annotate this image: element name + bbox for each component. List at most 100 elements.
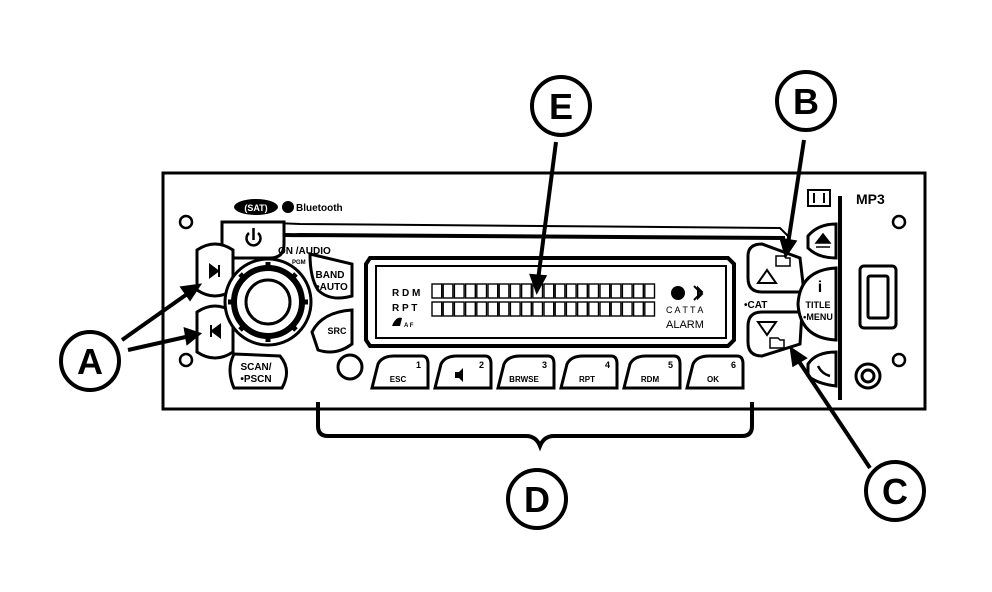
title-menu-button[interactable]: i TITLE •MENU: [796, 266, 838, 342]
lcd-cell: [565, 283, 577, 299]
preset-button-2[interactable]: 2: [433, 354, 493, 390]
dual-logo-icon: [807, 189, 831, 207]
lcd-cell: [632, 301, 644, 317]
lcd-cell: [621, 301, 633, 317]
lcd-cell: [588, 283, 600, 299]
svg-text:A: A: [77, 341, 103, 382]
pgm-label: PGM: [292, 260, 306, 266]
lcd-cell: [621, 283, 633, 299]
preset-button-6[interactable]: 6OK: [685, 354, 745, 390]
sat-logo: (SAT): [234, 199, 278, 215]
preset-label: RDM: [641, 375, 660, 384]
preset-label: BRWSE: [509, 375, 539, 384]
round-button[interactable]: [336, 353, 364, 381]
leader-line-c: [796, 358, 872, 470]
info-icon: i: [818, 279, 822, 296]
svg-text:BAND: BAND: [316, 270, 345, 281]
callout-a: A: [59, 330, 121, 392]
bluetooth-indicator-icon: [693, 285, 704, 301]
preset-label: ESC: [390, 375, 407, 384]
mount-hole: [178, 352, 194, 368]
mp3-logo: MP3: [856, 191, 885, 207]
lcd-cell: [554, 283, 566, 299]
svg-text:D: D: [524, 479, 550, 520]
src-button[interactable]: SRC: [310, 308, 354, 354]
svg-text:C: C: [882, 471, 908, 512]
cat-label: •CAT: [744, 300, 767, 311]
lcd-cell: [565, 301, 577, 317]
antenna-icon: [392, 317, 402, 326]
preset-number: 4: [605, 360, 610, 370]
svg-text:TITLE: TITLE: [806, 300, 831, 310]
lcd-cell: [442, 301, 454, 317]
lcd-cell: [442, 283, 454, 299]
lcd-cell: [576, 283, 588, 299]
seek-back-button[interactable]: [195, 304, 235, 360]
lcd-cell: [520, 283, 532, 299]
eject-icon: [814, 232, 832, 248]
callout-b: B: [775, 70, 837, 132]
skip-forward-icon: [209, 263, 220, 279]
up-arrow-icon: [756, 268, 778, 284]
lcd-cell: [610, 283, 622, 299]
card-slot: [858, 264, 898, 330]
lcd-cell: [599, 283, 611, 299]
catta-indicator: C A T T A: [666, 305, 703, 315]
preset-number: 3: [542, 360, 547, 370]
band-button[interactable]: BAND •AUTO: [308, 252, 354, 300]
rdm-indicator: R D M: [392, 288, 420, 299]
svg-text:B: B: [793, 81, 819, 122]
lcd-cell: [476, 283, 488, 299]
lcd-cell: [431, 301, 443, 317]
lcd-cell: [610, 301, 622, 317]
lcd-cell: [532, 301, 544, 317]
lcd-cell: [498, 301, 510, 317]
skip-back-icon: [210, 323, 221, 339]
leader-line-b: [786, 139, 806, 245]
lcd-cell: [632, 283, 644, 299]
lcd-cell: [453, 283, 465, 299]
bracket-d: [316, 402, 754, 452]
callout-d: D: [506, 468, 568, 530]
volume-knob[interactable]: [223, 257, 313, 347]
scan-button[interactable]: SCAN/ •PSCN: [228, 352, 288, 390]
svg-text:•PSCN: •PSCN: [240, 374, 271, 385]
lcd-cell: [644, 283, 656, 299]
disc-indicator-icon: [671, 286, 685, 300]
lcd-cell: [520, 301, 532, 317]
down-arrow-icon: [756, 321, 778, 337]
on-audio-label: ON /AUDIO: [278, 246, 331, 257]
lcd-cell: [431, 283, 443, 299]
svg-text:(SAT): (SAT): [244, 203, 267, 213]
lcd-cell: [588, 301, 600, 317]
lcd-cell: [498, 283, 510, 299]
lcd-cell: [576, 301, 588, 317]
aux-jack: [854, 362, 882, 390]
leader-line-a1: [120, 290, 192, 342]
lcd-cell: [543, 301, 555, 317]
eject-button[interactable]: [806, 222, 838, 260]
bluetooth-logo-icon: [282, 201, 294, 213]
bluetooth-label: Bluetooth: [296, 203, 343, 214]
preset-number: 1: [416, 360, 421, 370]
preset-label: RPT: [579, 375, 595, 384]
lcd-cell: [554, 301, 566, 317]
svg-text:E: E: [549, 86, 573, 127]
callout-e: E: [530, 75, 592, 137]
leader-line-e: [536, 141, 558, 281]
phone-icon: [816, 365, 831, 378]
callout-c: C: [864, 460, 926, 522]
mount-hole: [178, 214, 194, 230]
speaker-icon: [455, 368, 463, 382]
preset-number: 2: [479, 360, 484, 370]
lcd-cell: [464, 283, 477, 299]
svg-text:SRC: SRC: [327, 326, 347, 336]
down-button[interactable]: [746, 310, 804, 358]
lcd-cell: [453, 301, 465, 317]
